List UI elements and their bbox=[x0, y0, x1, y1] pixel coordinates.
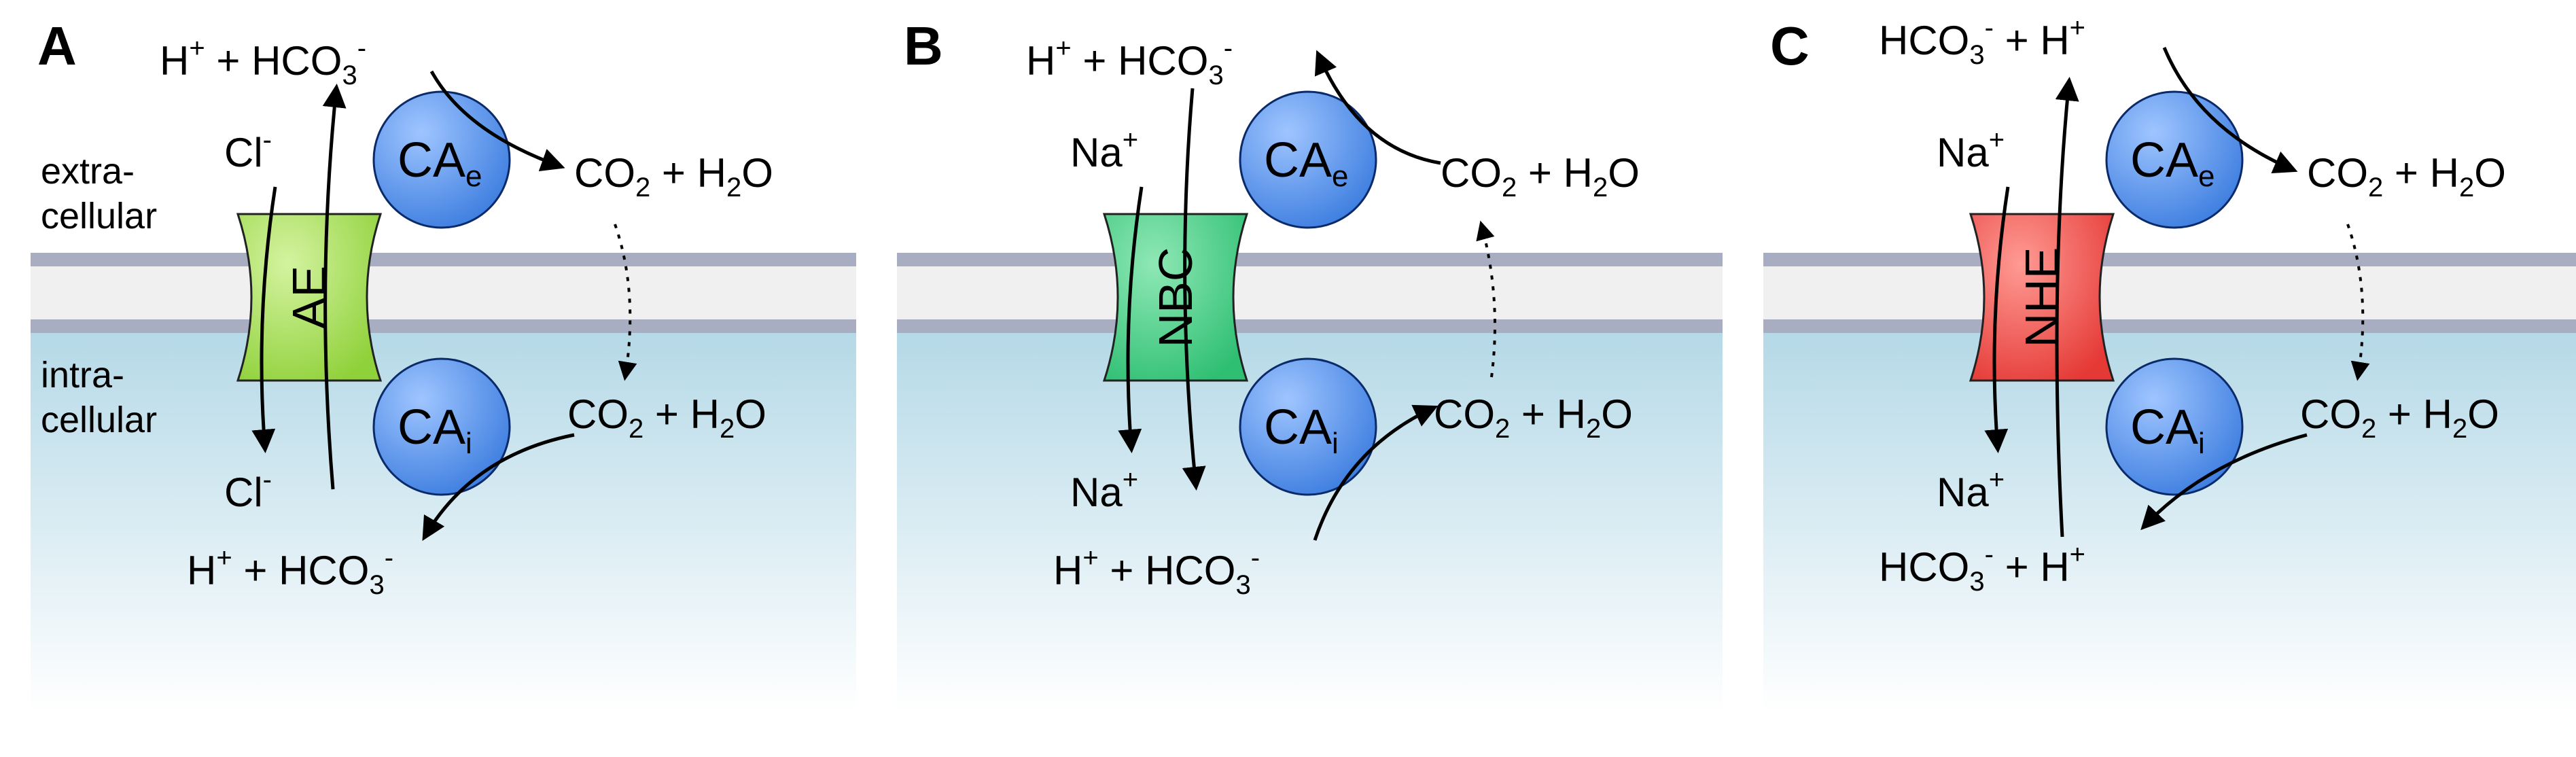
enzyme-intracellular bbox=[372, 357, 511, 496]
intracellular-label: intra-cellular bbox=[41, 355, 157, 440]
co2-diffusion-arrow bbox=[1476, 220, 1496, 378]
membrane-outer-leaflet bbox=[31, 253, 856, 266]
ion-extracellular: Cl- bbox=[224, 125, 272, 175]
transporter-nbc bbox=[1102, 213, 1249, 382]
panel-letter: B bbox=[904, 16, 943, 76]
panel-letter: A bbox=[37, 16, 77, 76]
co2-extracellular: CO2 + H2O bbox=[574, 150, 773, 203]
ion-intracellular: Na+ bbox=[1070, 465, 1138, 515]
enzyme-extracellular bbox=[1239, 90, 1377, 229]
co2-extracellular: CO2 + H2O bbox=[1441, 150, 1640, 203]
bicarbonate-to-co2-arrow bbox=[2162, 47, 2298, 174]
membrane-inner-leaflet bbox=[897, 319, 1723, 333]
co2-intracellular: CO2 + H2O bbox=[1434, 391, 1633, 444]
membrane-inner-leaflet bbox=[31, 319, 856, 333]
ion-extracellular: Na+ bbox=[1070, 125, 1138, 175]
transporter-label: NHE bbox=[2015, 247, 2068, 348]
extracellular-label: extra-cellular bbox=[41, 151, 157, 236]
membrane-outer-leaflet bbox=[897, 253, 1723, 266]
proton-arrow bbox=[2055, 77, 2079, 538]
transporter-ae bbox=[236, 213, 383, 382]
bicarbonate-to-co2-arrow bbox=[1313, 404, 1439, 541]
top-reaction: H+ + HCO3- bbox=[1026, 33, 1233, 90]
ion-arrow bbox=[1984, 186, 2010, 453]
ion-arrow bbox=[1118, 186, 1144, 453]
enzyme-intracellular bbox=[2105, 357, 2244, 496]
bottom-reaction: H+ + HCO3- bbox=[187, 543, 393, 600]
transporter-label: NBC bbox=[1149, 247, 1202, 348]
co2-to-bicarbonate-arrow bbox=[2140, 433, 2308, 531]
enzyme-extracellular bbox=[2105, 90, 2244, 229]
ion-arrow bbox=[251, 186, 277, 453]
ion-intracellular: Na+ bbox=[1937, 465, 2005, 515]
ion-intracellular: Cl- bbox=[224, 465, 272, 515]
bicarbonate-arrow bbox=[322, 84, 347, 490]
co2-diffusion-arrow bbox=[614, 224, 637, 381]
enzyme-intracellular-label: CAi bbox=[1264, 400, 1339, 460]
membrane-outer-leaflet bbox=[1763, 253, 2576, 266]
enzyme-extracellular-label: CAe bbox=[2130, 133, 2215, 193]
bicarbonate-arrow bbox=[1182, 88, 1206, 491]
enzyme-intracellular bbox=[1239, 357, 1377, 496]
co2-intracellular: CO2 + H2O bbox=[2300, 391, 2499, 444]
enzyme-extracellular bbox=[372, 90, 511, 229]
co2-to-bicarbonate-arrow bbox=[422, 433, 575, 542]
panel-letter: C bbox=[1770, 16, 1810, 76]
transporter-label: AE bbox=[283, 266, 336, 329]
top-reaction: H+ + HCO3- bbox=[160, 33, 366, 90]
transporter-nhe bbox=[1969, 213, 2115, 382]
enzyme-extracellular-label: CAe bbox=[1264, 133, 1349, 193]
bicarbonate-to-co2-arrow bbox=[429, 70, 565, 172]
co2-diffusion-arrow bbox=[2346, 224, 2370, 381]
enzyme-intracellular-label: CAi bbox=[398, 400, 472, 460]
ion-extracellular: Na+ bbox=[1937, 125, 2005, 175]
co2-extracellular: CO2 + H2O bbox=[2307, 150, 2506, 203]
enzyme-intracellular-label: CAi bbox=[2130, 400, 2205, 460]
bottom-reaction: HCO3- + H+ bbox=[1879, 540, 2085, 597]
enzyme-extracellular-label: CAe bbox=[398, 133, 482, 193]
co2-to-bicarbonate-arrow bbox=[1314, 50, 1441, 165]
bottom-reaction: H+ + HCO3- bbox=[1053, 543, 1260, 600]
top-reaction: HCO3- + H+ bbox=[1879, 13, 2085, 70]
membrane-inner-leaflet bbox=[1763, 319, 2576, 333]
co2-intracellular: CO2 + H2O bbox=[567, 391, 766, 444]
